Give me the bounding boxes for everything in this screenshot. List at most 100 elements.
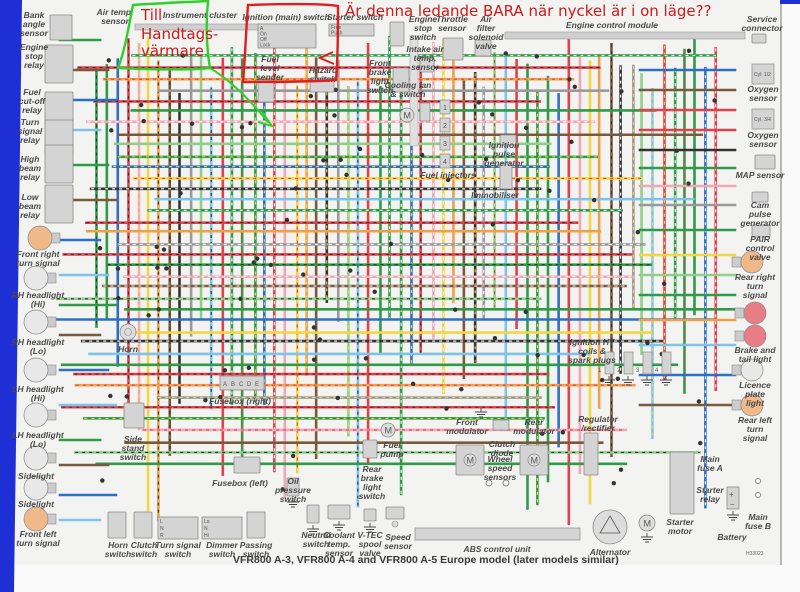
- label-line: Rear right: [735, 272, 776, 282]
- label-line: Speed: [385, 532, 411, 542]
- wire-junction: [357, 146, 363, 152]
- ground-icon: [603, 376, 615, 386]
- label-line: relay: [20, 135, 41, 145]
- label-line: Battery: [717, 532, 748, 542]
- wire-junction: [251, 260, 256, 265]
- label-line: turn signal: [16, 538, 60, 548]
- coolant-sensor-ground: [333, 521, 345, 531]
- wire-junction: [141, 118, 146, 124]
- label-engine-control-module: Engine control module: [566, 20, 658, 30]
- wire-junction: [161, 247, 167, 252]
- wire-junction: [155, 265, 160, 270]
- label-line: solenoid: [469, 32, 505, 42]
- motor-icon: [399, 107, 415, 123]
- label-line: relay: [700, 494, 721, 504]
- wire-junction: [180, 53, 186, 58]
- brake-light-bulb-1-globe: [743, 301, 767, 325]
- wire-junction: [138, 102, 144, 108]
- lh-headlight-hi-bulb: [23, 357, 57, 383]
- motor-letter: M: [467, 456, 475, 466]
- label-starter-switch: Starter switch: [327, 12, 383, 22]
- ground-icon: [622, 376, 634, 386]
- starter-relay-fuse-a: [669, 451, 695, 515]
- wire-junction: [523, 125, 529, 131]
- left-blue-band: [0, 0, 22, 592]
- label-line: fuse A: [697, 463, 723, 473]
- switch-position-label: R: [160, 533, 164, 539]
- label-line: Instrument cluster: [163, 10, 238, 20]
- label-line: sensor: [438, 23, 467, 33]
- wire-junction: [333, 87, 338, 92]
- label-line: Cam: [751, 200, 770, 210]
- wire-junction: [419, 152, 425, 158]
- label-line: valve: [475, 41, 497, 51]
- label-line: light: [363, 482, 382, 492]
- wire-junction: [696, 399, 702, 404]
- speed-sensor: [385, 506, 405, 520]
- label-line: signal: [743, 433, 768, 443]
- wire-junction: [311, 357, 317, 362]
- licence-plate-light-bulb-base: [731, 364, 742, 376]
- ground-icon: [364, 523, 376, 533]
- ht-coil-body: [661, 351, 672, 375]
- label-line: ABS control unit: [462, 544, 531, 554]
- ht-coil-number: 1: [598, 368, 602, 374]
- label-line: PAIR: [750, 234, 771, 244]
- ground-icon: [307, 525, 319, 535]
- motor-letter: M: [404, 111, 412, 121]
- wire-junction: [476, 100, 482, 105]
- label-line: pressure: [274, 485, 311, 495]
- oxygen-sensor: Cyl. 3/4: [751, 108, 775, 130]
- wire-junction: [523, 309, 528, 314]
- wire-junction: [591, 197, 597, 203]
- wire-junction: [248, 120, 253, 126]
- label-sidelight-1: Sidelight: [18, 471, 55, 481]
- brake-light-bulb-1: [734, 301, 767, 325]
- label-line: Main: [748, 512, 767, 522]
- wire-junction: [569, 139, 574, 145]
- abs-control-unit: [414, 527, 581, 541]
- wire-junction: [686, 181, 691, 186]
- label-line: Oil: [287, 476, 299, 486]
- label-line: RH headlight: [12, 290, 66, 300]
- label-alternator: Alternator: [589, 547, 631, 557]
- label-line: switch: [280, 494, 306, 504]
- label-horn: Horn: [118, 344, 138, 354]
- cam-pulse-generator: [751, 191, 769, 203]
- label-line: speed: [488, 463, 513, 473]
- label-line: brake: [369, 67, 392, 77]
- label-line: sensor: [749, 93, 778, 103]
- regulator-rectifier: [583, 432, 599, 476]
- ground-icon: [333, 521, 345, 531]
- immobiliser: [499, 162, 513, 190]
- label-line: generator: [739, 218, 780, 228]
- switch-position-label: N: [160, 526, 164, 532]
- motor-letter: M: [531, 456, 539, 466]
- label-line: sensor: [325, 548, 354, 558]
- label-line: turn: [747, 281, 764, 291]
- label-line: Front: [456, 417, 479, 427]
- label-line: Front: [369, 58, 392, 68]
- ht-coil-body: [604, 351, 615, 375]
- wheel-speed-sensor-1: [485, 479, 493, 487]
- label-lh-headlight-lo: LH headlight(Lo): [12, 430, 65, 449]
- lh-headlight-lo-bulb: [23, 402, 57, 428]
- wire-junction: [712, 98, 717, 103]
- wire-junction: [503, 51, 508, 56]
- oxygen-sensor-body: [751, 63, 775, 85]
- fuse-letter: A: [223, 382, 227, 388]
- label-line: (Hi): [31, 393, 45, 403]
- label-line: Sidelight: [18, 499, 55, 509]
